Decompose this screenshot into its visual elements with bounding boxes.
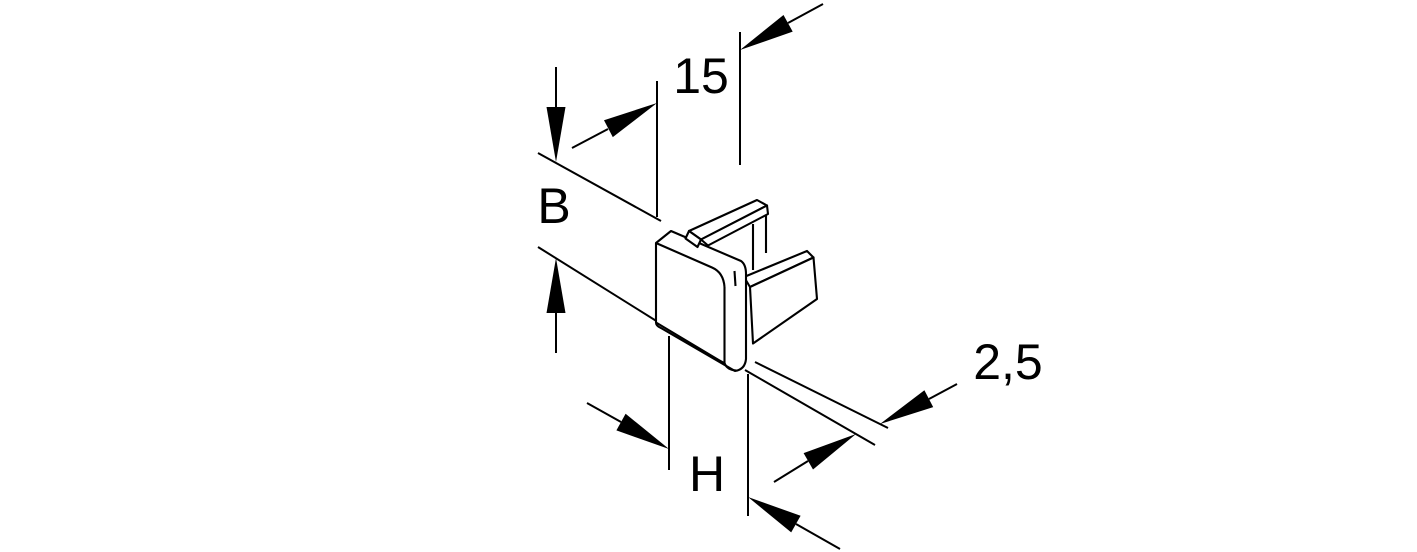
front-plate-bottom-fold-edge xyxy=(655,321,725,364)
top-flange-left-end-face xyxy=(684,229,703,249)
side-flange-face xyxy=(748,256,819,345)
front-plate-bottom-cap-edge xyxy=(723,362,737,372)
dim-label-2-5: 2,5 xyxy=(973,334,1043,390)
dimension-15 xyxy=(571,3,824,217)
front-plate-top-fold-edge xyxy=(655,242,726,288)
dimension-leader-line xyxy=(773,460,809,483)
part-top-flange xyxy=(684,198,770,249)
arrowhead-downleft-icon xyxy=(880,390,934,424)
front-plate-corner-edge xyxy=(733,270,737,287)
arrowhead-upleft-icon xyxy=(748,497,801,533)
thickness-strip-line xyxy=(744,369,876,446)
arrowhead-upright-icon xyxy=(604,103,657,138)
dimension-b xyxy=(537,67,662,353)
dim-label-15: 15 xyxy=(673,48,729,104)
part-side-flange xyxy=(742,249,819,345)
dim-label-b: B xyxy=(537,178,570,234)
arrowhead-downright-icon xyxy=(616,413,669,449)
extension-line xyxy=(537,246,659,323)
dim-label-h: H xyxy=(689,446,725,502)
dimension-leader-line xyxy=(928,383,958,400)
arrowhead-upright-icon xyxy=(803,434,856,470)
dimension-leader-line xyxy=(787,3,824,24)
arrowhead-down-icon xyxy=(546,107,566,162)
top-flange-front-face xyxy=(699,204,770,247)
arrowhead-up-icon xyxy=(546,258,566,313)
end-cap-part xyxy=(654,198,819,373)
dimension-leader-line xyxy=(795,523,841,550)
extension-line xyxy=(537,152,662,222)
dimension-leader-line xyxy=(586,402,622,423)
dimension-h xyxy=(586,336,841,550)
thickness-strip-line xyxy=(754,361,889,429)
dimension-2-5 xyxy=(744,361,958,483)
dimension-leader-line xyxy=(571,128,609,149)
arrowhead-downleft-icon xyxy=(740,15,793,50)
part-front-plate xyxy=(654,229,748,373)
